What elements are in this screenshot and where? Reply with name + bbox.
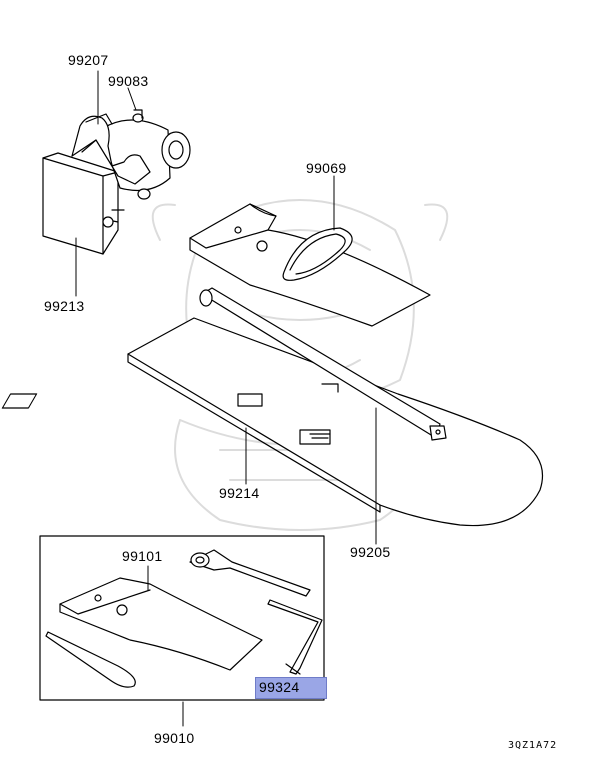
tire-iron — [45, 631, 136, 688]
lug-wrench — [189, 549, 311, 597]
tool-kit-frame — [39, 535, 325, 701]
jack-base-block — [42, 157, 104, 255]
label-99069[interactable]: 99069 — [306, 160, 347, 176]
tool-kit-contents — [45, 549, 323, 688]
label-99010[interactable]: 99010 — [154, 730, 195, 746]
label-99205[interactable]: 99205 — [350, 544, 391, 560]
drawing-code: 3QZ1A72 — [508, 740, 558, 751]
label-99324[interactable]: 99324 — [259, 679, 300, 695]
hook-label-highlight — [255, 677, 327, 699]
jack-bracket — [71, 115, 151, 185]
strap-loop — [282, 227, 353, 281]
tray-cover — [1, 317, 544, 527]
label-99207[interactable]: 99207 — [68, 52, 109, 68]
lower-tool-bag — [59, 577, 263, 671]
label-99214[interactable]: 99214 — [219, 485, 260, 501]
label-99213[interactable]: 99213 — [44, 298, 85, 314]
label-99083[interactable]: 99083 — [108, 73, 149, 89]
handle-bar — [199, 287, 447, 441]
jack-assembly — [42, 109, 191, 255]
strap-bag-assembly — [189, 203, 431, 327]
leader-lines — [75, 70, 377, 727]
label-99101[interactable]: 99101 — [122, 548, 163, 564]
hook-tool — [267, 599, 323, 675]
